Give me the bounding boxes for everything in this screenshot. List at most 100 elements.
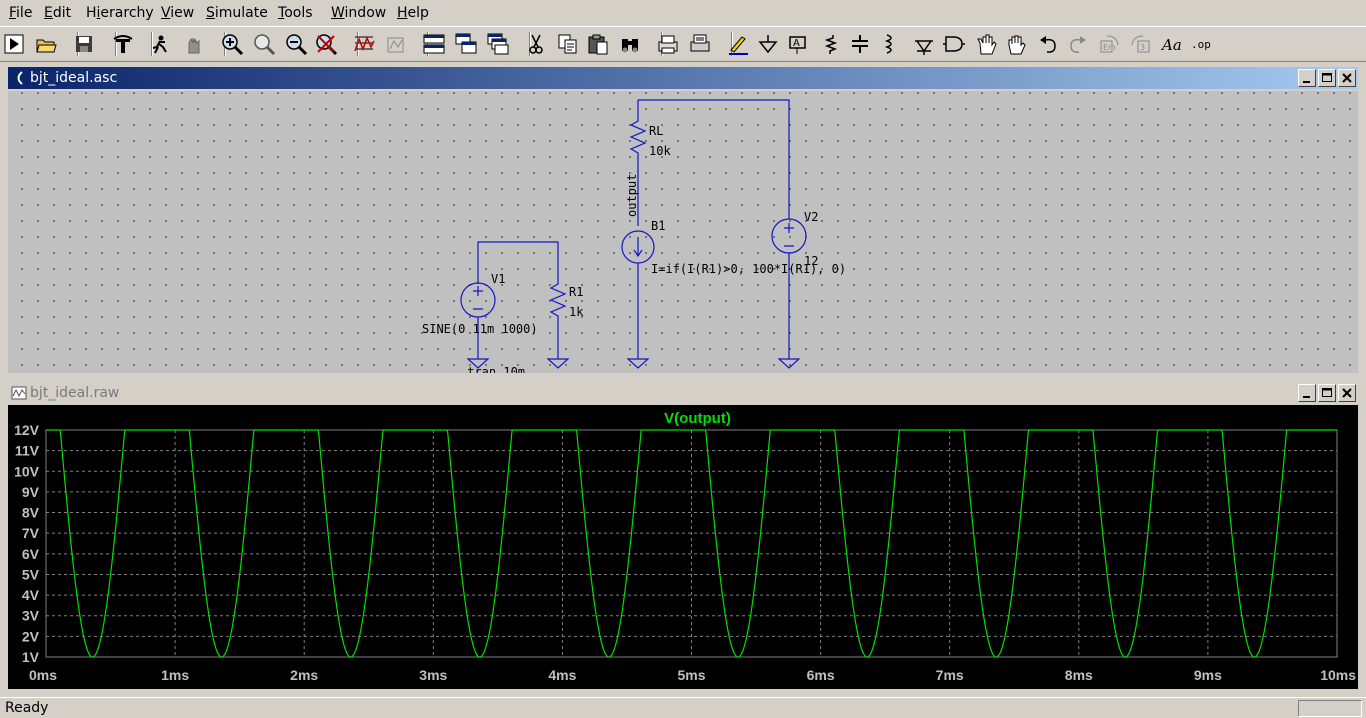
svg-text:.op: .op — [1191, 38, 1211, 51]
status-bar: Ready — [0, 697, 1366, 718]
toolbar-separator — [731, 32, 733, 56]
mirror-button[interactable]: 3 — [1127, 31, 1153, 57]
wire[interactable] — [477, 241, 559, 284]
y-tick-label: 1V — [22, 649, 40, 665]
drag-button[interactable] — [1003, 31, 1029, 57]
diode-button[interactable] — [911, 31, 937, 57]
pause-button[interactable] — [180, 31, 206, 57]
schematic-canvas[interactable]: RL 10k output B1 I=if(I(R1)>0, 100*I(R1)… — [8, 91, 1358, 373]
menu-tools[interactable]: Tools — [278, 5, 313, 21]
minimize-button[interactable] — [1298, 69, 1316, 87]
resistor-rl[interactable] — [629, 100, 647, 226]
close-button[interactable] — [1338, 69, 1356, 87]
tile-vertical-icon — [487, 33, 509, 55]
menu-hierarchy[interactable]: Hierarchy — [86, 5, 154, 21]
waveform-title-bar[interactable]: bjt_ideal.raw — [8, 382, 1358, 404]
copy-button[interactable] — [555, 31, 581, 57]
paste-button[interactable] — [585, 31, 611, 57]
text-button[interactable]: Aa — [1159, 31, 1185, 57]
minimize-button[interactable] — [1298, 384, 1316, 402]
schematic-title-bar[interactable]: bjt_ideal.asc — [8, 67, 1358, 89]
run-button[interactable] — [1, 31, 27, 57]
find-button[interactable] — [617, 31, 643, 57]
menu-view[interactable]: View — [161, 5, 195, 21]
menu-file[interactable]: File — [9, 5, 33, 21]
component-button[interactable] — [941, 31, 967, 57]
rotate-button[interactable]: Em — [1097, 31, 1123, 57]
spice-directive-button[interactable]: .op — [1189, 31, 1215, 57]
inductor-button[interactable] — [877, 31, 903, 57]
halt-icon — [152, 35, 167, 54]
undo-button[interactable] — [1035, 31, 1061, 57]
close-button[interactable] — [1338, 384, 1356, 402]
redo-button[interactable] — [1065, 31, 1091, 57]
maximize-button[interactable] — [1318, 384, 1336, 402]
maximize-icon — [1322, 388, 1332, 397]
print-setup-button[interactable] — [655, 31, 681, 57]
ground-symbol — [626, 358, 650, 369]
zoom-in-button[interactable] — [219, 31, 245, 57]
y-tick-label: 4V — [22, 587, 40, 603]
label-net-icon: A — [789, 36, 806, 54]
autorange-button[interactable] — [351, 31, 377, 57]
tile-horizontal-button[interactable] — [421, 31, 447, 57]
cut-button[interactable] — [523, 31, 549, 57]
save-button[interactable] — [71, 31, 97, 57]
menu-window[interactable]: Window — [331, 5, 387, 21]
copy-icon — [558, 34, 577, 54]
resistor-icon — [824, 35, 838, 54]
cascade-button[interactable] — [453, 31, 479, 57]
mirror-icon: 3 — [1131, 35, 1150, 53]
y-tick-label: 12V — [14, 422, 40, 438]
y-tick-label: 11V — [15, 443, 40, 459]
tile-vertical-button[interactable] — [485, 31, 511, 57]
zoom-cancel-button[interactable] — [313, 31, 339, 57]
b1-expression-label: I=if(I(R1)>0, 100*I(R1), 0) — [651, 262, 846, 276]
x-tick-label: 5ms — [677, 667, 705, 683]
zoom-fit-icon — [254, 34, 276, 56]
zoom-out-button[interactable] — [283, 31, 309, 57]
x-tick-label: 4ms — [548, 667, 576, 683]
resistor-r1[interactable] — [549, 276, 567, 359]
move-button[interactable] — [973, 31, 999, 57]
menu-simulate[interactable]: Simulate — [206, 5, 268, 21]
zoom-fit-button[interactable] — [251, 31, 277, 57]
y-tick-label: 9V — [22, 484, 40, 500]
resistor-button[interactable] — [817, 31, 843, 57]
x-tick-label: 1ms — [161, 667, 189, 683]
net-label-output[interactable]: output — [625, 174, 639, 217]
x-tick-label: 2ms — [290, 667, 318, 683]
autorange-icon — [354, 35, 375, 52]
v2-name-label: V2 — [804, 210, 818, 224]
label-net-button[interactable]: A — [785, 31, 811, 57]
spice-directive-label[interactable]: .tran 10m — [460, 365, 525, 373]
close-icon — [1342, 388, 1352, 398]
ground-button[interactable] — [755, 31, 781, 57]
draw-wire-button[interactable] — [725, 31, 751, 57]
drag-icon — [1008, 35, 1026, 55]
capacitor-button[interactable] — [847, 31, 873, 57]
menu-edit[interactable]: Edit — [44, 5, 72, 21]
maximize-button[interactable] — [1318, 69, 1336, 87]
open-button[interactable] — [33, 31, 59, 57]
inductor-icon — [884, 34, 892, 54]
wire[interactable] — [638, 99, 790, 219]
menu-help[interactable]: Help — [397, 5, 429, 21]
print-button[interactable] — [687, 31, 713, 57]
y-tick-label: 7V — [22, 525, 40, 541]
pick-visible-traces-button[interactable] — [383, 31, 409, 57]
toolbar: A Em 3 Aa .op — [0, 26, 1366, 62]
halt-button[interactable] — [147, 31, 173, 57]
r1-name-label: R1 — [569, 285, 583, 299]
print-icon — [690, 34, 710, 52]
control-panel-button[interactable] — [110, 31, 136, 57]
text-icon: Aa — [1160, 36, 1182, 54]
minimize-icon — [1303, 396, 1310, 398]
rotate-icon: Em — [1100, 35, 1119, 53]
rl-value-label: 10k — [649, 144, 671, 158]
cascade-icon — [455, 33, 477, 54]
trace-v-output — [46, 429, 1337, 658]
x-tick-label: 8ms — [1065, 667, 1093, 683]
svg-text:3: 3 — [1140, 43, 1145, 52]
